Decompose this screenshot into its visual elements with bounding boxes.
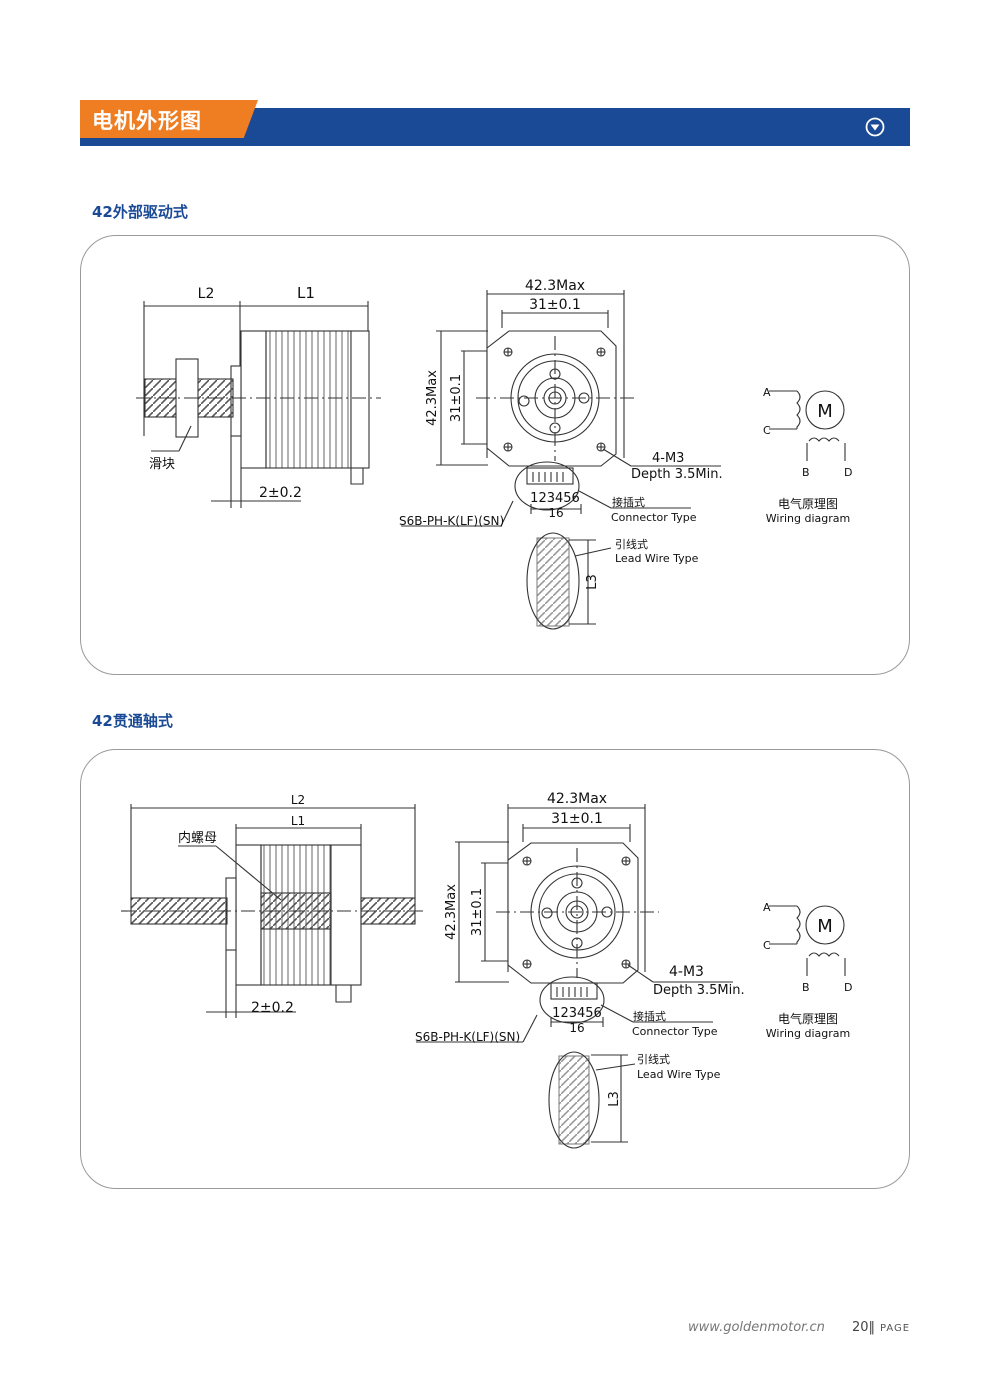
footer-url[interactable]: www.goldenmotor.cn: [688, 1320, 825, 1335]
wiring-d: D: [844, 981, 852, 994]
page-number: 20‖: [852, 1320, 876, 1335]
dim-l2: L2: [291, 793, 305, 807]
dim-l2: L2: [198, 286, 215, 302]
dim-max-h: 42.3Max: [547, 791, 607, 807]
label-pins: 123456: [552, 1006, 602, 1021]
wiring-b: B: [802, 466, 810, 479]
wiring-a: A: [763, 386, 771, 399]
label-depth: Depth 3.5Min.: [653, 983, 745, 998]
dim-max-h: 42.3Max: [525, 278, 585, 294]
label-pin-width: 16: [548, 506, 563, 520]
wiring-a: A: [763, 901, 771, 914]
wiring-m: M: [817, 401, 833, 422]
section-title-external: 42外部驱动式: [92, 203, 188, 221]
dim-pitch-v: 31±0.1: [449, 374, 464, 422]
front-view: [401, 290, 721, 630]
label-pin-width: 16: [569, 1021, 584, 1035]
wiring-en: Wiring diagram: [766, 1027, 850, 1040]
dim-l1: L1: [291, 814, 305, 828]
label-lead-en: Lead Wire Type: [615, 552, 699, 565]
front-view: [416, 804, 733, 1149]
label-lead-cn: 引线式: [637, 1052, 670, 1066]
dim-l1: L1: [297, 284, 315, 302]
drawing-through: L2 L1 2±0.2 内螺母: [121, 791, 852, 1149]
wiring-c: C: [763, 939, 771, 952]
wiring-m: M: [817, 916, 833, 937]
header-tab: 电机外形图: [80, 100, 258, 138]
page-number-value: 20: [852, 1320, 869, 1335]
page-label: PAGE: [880, 1323, 911, 1334]
label-connector-cn: 接插式: [612, 495, 645, 509]
label-connector-model: S6B-PH-K(LF)(SN): [415, 1030, 520, 1044]
wiring-d: D: [844, 466, 852, 479]
label-lead-en: Lead Wire Type: [637, 1068, 721, 1081]
dim-max-v: 42.3Max: [444, 884, 459, 940]
drawing-panel-through: L2 L1 2±0.2 内螺母: [80, 749, 910, 1189]
dim-pitch-h: 31±0.1: [551, 811, 603, 827]
label-connector-model: S6B-PH-K(LF)(SN): [399, 514, 504, 528]
drawing-external: L2 L1 2±0.2 滑块: [136, 278, 852, 630]
side-view: [121, 804, 426, 1018]
dim-gap: 2±0.2: [251, 1000, 294, 1016]
dim-max-v: 42.3Max: [425, 370, 440, 426]
dim-gap: 2±0.2: [259, 485, 302, 501]
dim-pitch-h: 31±0.1: [529, 297, 581, 313]
label-connector-en: Connector Type: [611, 511, 697, 524]
wiring-cn: 电气原理图: [778, 496, 838, 511]
drawing-panel-external: L2 L1 2±0.2 滑块: [80, 235, 910, 675]
wiring-c: C: [763, 424, 771, 437]
label-pins: 123456: [530, 491, 580, 506]
dim-pitch-v: 31±0.1: [470, 888, 485, 936]
label-lead-cn: 引线式: [615, 537, 648, 551]
wiring-cn: 电气原理图: [778, 1011, 838, 1026]
label-connector-en: Connector Type: [632, 1025, 718, 1038]
section-title-through: 42贯通轴式: [92, 712, 173, 730]
wiring-b: B: [802, 981, 810, 994]
wiring-diagram: [769, 390, 846, 461]
side-view: [136, 301, 381, 508]
label-connector-cn: 接插式: [633, 1009, 666, 1023]
page-title: 电机外形图: [92, 109, 202, 133]
wiring-diagram: [769, 905, 846, 976]
label-screw: 4-M3: [652, 451, 684, 466]
wiring-en: Wiring diagram: [766, 512, 850, 525]
dim-l3: L3: [585, 574, 600, 590]
label-screw: 4-M3: [669, 964, 704, 980]
chevron-down-icon[interactable]: [865, 117, 885, 137]
label-slider: 滑块: [149, 457, 175, 472]
label-nut: 内螺母: [178, 830, 217, 846]
label-depth: Depth 3.5Min.: [631, 467, 723, 482]
dim-l3: L3: [607, 1091, 622, 1107]
